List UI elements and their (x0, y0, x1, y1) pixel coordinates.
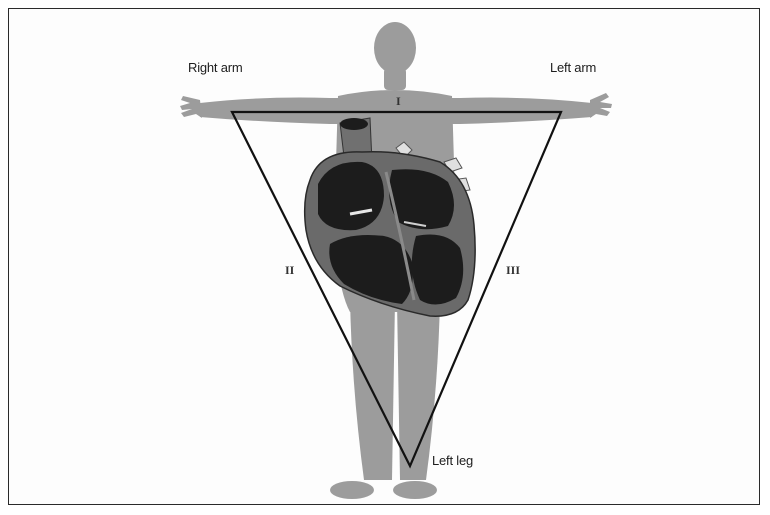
lead-iii-label: III (506, 263, 520, 278)
lead-i-label: I (396, 94, 401, 109)
left-leg-label: Left leg (432, 453, 473, 468)
left-arm-label: Left arm (550, 60, 596, 75)
lead-ii-label: II (285, 263, 294, 278)
right-arm-label: Right arm (188, 60, 243, 75)
